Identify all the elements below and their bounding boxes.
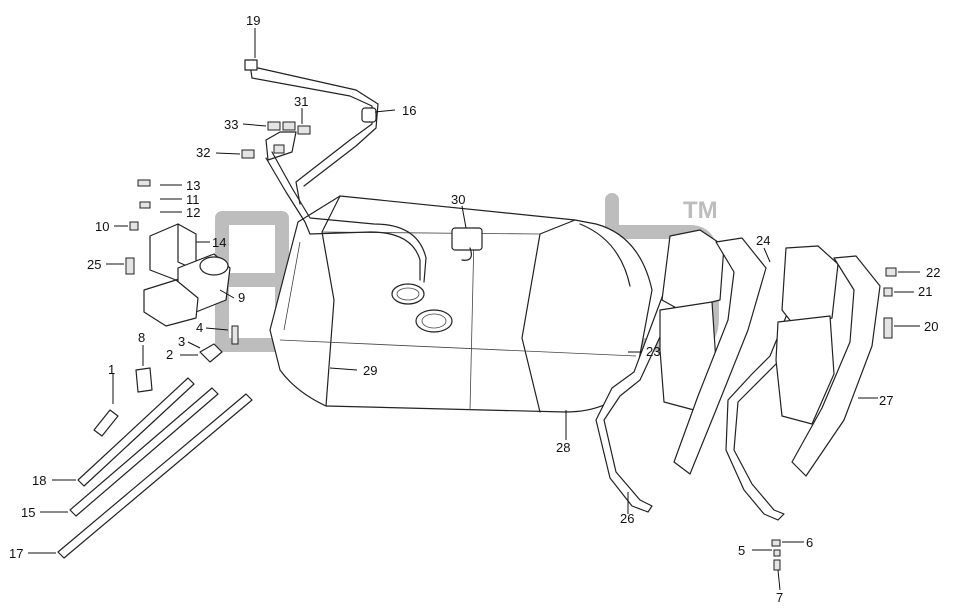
label-23: 23 — [646, 344, 660, 359]
label-18: 18 — [32, 473, 46, 488]
label-24: 24 — [756, 233, 770, 248]
label-16: 16 — [402, 103, 416, 118]
label-14: 14 — [212, 235, 226, 250]
label-1: 1 — [108, 362, 115, 377]
label-4: 4 — [196, 320, 203, 335]
label-21: 21 — [918, 284, 932, 299]
label-28: 28 — [556, 440, 570, 455]
fitting-group-31-33 — [241, 121, 311, 159]
label-30: 30 — [451, 192, 465, 207]
label-15: 15 — [21, 505, 35, 520]
label-10: 10 — [95, 219, 109, 234]
filler-neck — [391, 283, 425, 305]
label-22: 22 — [926, 265, 940, 280]
label-26: 26 — [620, 511, 634, 526]
fuel-line-assembly — [244, 59, 427, 283]
leader-lines — [28, 28, 920, 591]
label-3: 3 — [178, 334, 185, 349]
label-8: 8 — [138, 330, 145, 345]
label-29: 29 — [363, 363, 377, 378]
tube-set — [57, 377, 253, 559]
mounting-brackets — [659, 229, 881, 477]
label-7: 7 — [776, 590, 783, 605]
label-32: 32 — [196, 145, 210, 160]
filler-cap — [415, 309, 453, 333]
label-6: 6 — [806, 535, 813, 550]
label-25: 25 — [87, 257, 101, 272]
trademark-text: TM — [683, 197, 718, 224]
label-31: 31 — [294, 94, 308, 109]
label-13: 13 — [186, 178, 200, 193]
part-labels: 19 16 31 33 32 13 11 12 10 14 25 9 4 3 2… — [9, 13, 940, 605]
label-5: 5 — [738, 543, 745, 558]
fuel-tank — [269, 195, 653, 413]
label-17: 17 — [9, 546, 23, 561]
label-2: 2 — [166, 347, 173, 362]
label-27: 27 — [879, 393, 893, 408]
label-11: 11 — [186, 192, 200, 207]
fastener-set — [771, 267, 897, 571]
label-9: 9 — [238, 290, 245, 305]
label-33: 33 — [224, 117, 238, 132]
small-parts-1-4-8 — [93, 325, 239, 437]
label-12: 12 — [186, 205, 200, 220]
label-19: 19 — [246, 13, 260, 28]
fuel-filter-assembly — [125, 179, 231, 327]
label-20: 20 — [924, 319, 938, 334]
fuel-sender-unit — [451, 227, 483, 251]
